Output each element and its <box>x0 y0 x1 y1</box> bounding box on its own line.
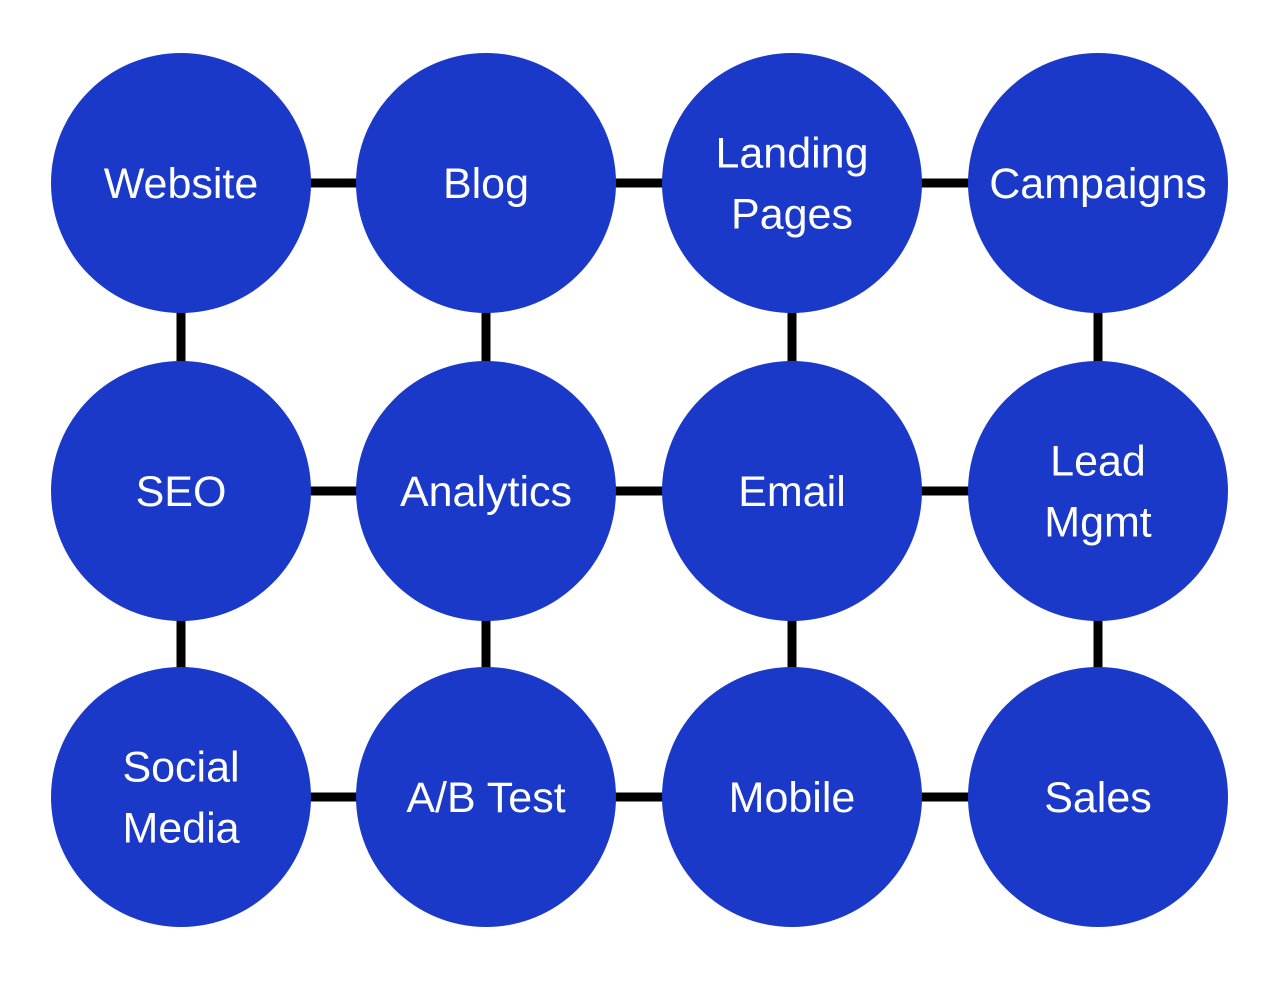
node-blog: Blog <box>356 53 616 313</box>
node-circle <box>356 53 616 313</box>
node-label: Pages <box>731 191 853 239</box>
node-seo: SEO <box>51 361 311 621</box>
node-circle <box>968 53 1228 313</box>
node-circle <box>51 667 311 927</box>
node-circle <box>968 361 1228 621</box>
node-email: Email <box>662 361 922 621</box>
node-label: Media <box>122 805 239 853</box>
node-circle <box>662 53 922 313</box>
node-circle <box>51 53 311 313</box>
edges <box>176 178 1103 802</box>
node-campaigns: Campaigns <box>968 53 1228 313</box>
node-label: Sales <box>1044 774 1152 822</box>
node-mobile: Mobile <box>662 667 922 927</box>
node-label: Analytics <box>400 468 572 516</box>
node-label: Email <box>738 468 846 516</box>
node-label: Blog <box>443 160 529 208</box>
node-label: SEO <box>136 468 227 516</box>
node-label: Social <box>122 744 239 792</box>
node-label: Mobile <box>729 774 856 822</box>
node-sales: Sales <box>968 667 1228 927</box>
node-circle <box>356 667 616 927</box>
node-website: Website <box>51 53 311 313</box>
node-ab-test: A/B Test <box>356 667 616 927</box>
node-label: Website <box>104 160 259 208</box>
node-circle <box>51 361 311 621</box>
node-label: Landing <box>715 130 868 178</box>
node-circle <box>662 667 922 927</box>
node-circle <box>662 361 922 621</box>
node-analytics: Analytics <box>356 361 616 621</box>
node-label: Lead <box>1050 438 1146 486</box>
node-label: Campaigns <box>989 160 1207 208</box>
node-circle <box>968 667 1228 927</box>
node-label: Mgmt <box>1044 499 1152 547</box>
node-label: A/B Test <box>406 774 565 822</box>
node-circle <box>356 361 616 621</box>
